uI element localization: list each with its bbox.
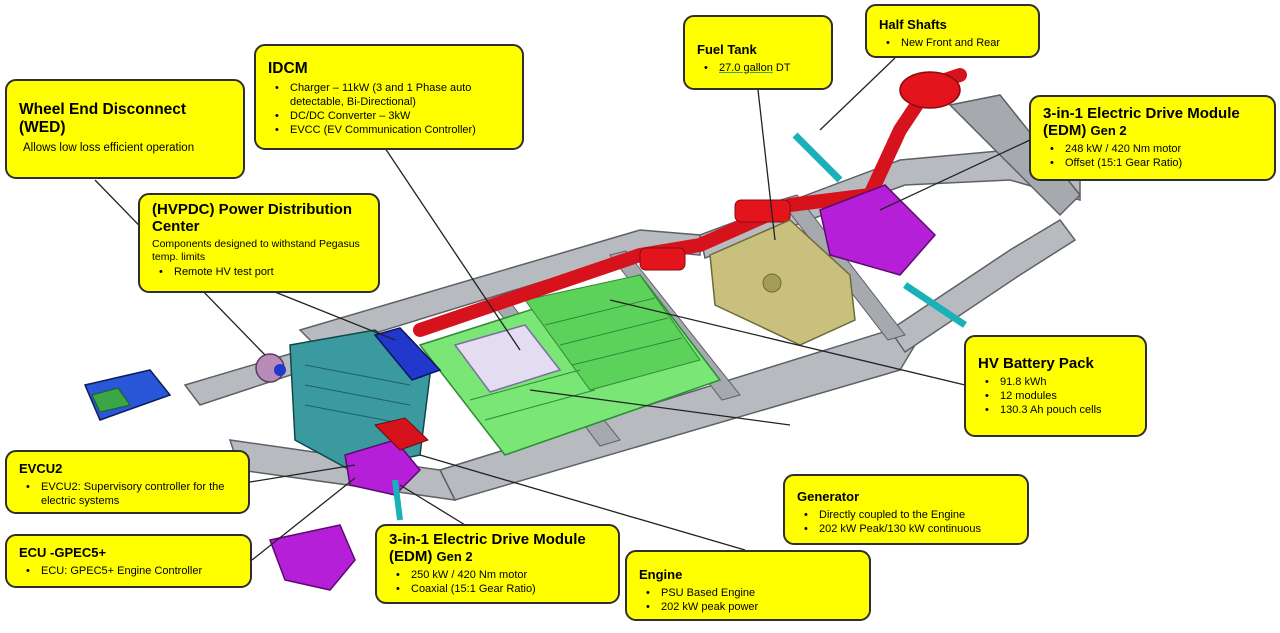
fuel-tank-cap: [762, 273, 782, 293]
generator: [374, 417, 429, 451]
leader-battery-2: [529, 389, 791, 426]
leader-battery-1: [609, 299, 966, 386]
callout-engine: Engine PSU Based Engine 202 kW peak powe…: [625, 550, 871, 621]
front-edm-exploded: [268, 524, 356, 591]
edm-rear-title: 3-in-1 Electric Drive Module (EDM) Gen 2: [1043, 105, 1262, 139]
edm-front-item: Coaxial (15:1 Gear Ratio): [389, 582, 606, 596]
callout-generator: Generator Directly coupled to the Engine…: [783, 474, 1029, 545]
generator-list: Directly coupled to the Engine 202 kW Pe…: [797, 508, 1015, 536]
callout-hv-battery: HV Battery Pack 91.8 kWh 12 modules 130.…: [964, 335, 1147, 437]
rear-crossmember: [948, 94, 1082, 217]
edm-front-title: 3-in-1 Electric Drive Module (EDM) Gen 2: [389, 531, 606, 565]
generator-item: 202 kW Peak/130 kW continuous: [797, 522, 1015, 536]
edm-rear-item: Offset (15:1 Gear Ratio): [1043, 156, 1262, 170]
rear-half-shaft-lower: [903, 282, 967, 328]
callout-half-shafts: Half Shafts New Front and Rear: [865, 4, 1040, 58]
generator-item: Directly coupled to the Engine: [797, 508, 1015, 522]
leader-edm-front: [399, 484, 471, 529]
ecu-title: ECU -GPEC5+: [19, 545, 107, 560]
fuel-tank-item: 27.0 gallon DT: [697, 61, 819, 75]
hv-battery-list: 91.8 kWh 12 modules 130.3 Ah pouch cells: [978, 375, 1133, 417]
fuel-tank-capacity: 27.0 gallon: [719, 62, 773, 74]
front-edm: [344, 439, 422, 496]
fuel-tank-list: 27.0 gallon DT: [697, 61, 819, 75]
battery-modules: [524, 274, 701, 391]
evcu2-item: EVCU2: Supervisory controller for the el…: [19, 480, 236, 508]
engine-title: Engine: [639, 567, 683, 582]
callout-fuel-tank: Fuel Tank 27.0 gallon DT: [683, 15, 833, 90]
ecu-list: ECU: GPEC5+ Engine Controller: [19, 564, 238, 578]
edm-rear-title-text: 3-in-1 Electric Drive Module (EDM): [1043, 105, 1240, 139]
engine-item: PSU Based Engine: [639, 586, 857, 600]
half-shafts-title: Half Shafts: [879, 17, 947, 32]
hvpdc-title: (HVPDC) Power Distribution Center: [152, 201, 353, 235]
rear-half-shaft-upper: [792, 132, 843, 183]
front-half-shaft: [392, 479, 403, 521]
hvpdc-list: Remote HV test port: [152, 265, 366, 279]
edm-rear-list: 248 kW / 420 Nm motor Offset (15:1 Gear …: [1043, 142, 1262, 170]
hv-battery-item: 91.8 kWh: [978, 375, 1133, 389]
hv-battery-item: 130.3 Ah pouch cells: [978, 403, 1133, 417]
ecu-exploded-green: [91, 387, 131, 413]
hv-battery-item: 12 modules: [978, 389, 1133, 403]
idcm-item: DC/DC Converter – 3kW: [268, 109, 510, 123]
fuel-tank: [709, 219, 856, 346]
exhaust-resonator: [639, 247, 686, 271]
edm-front-title-text: 3-in-1 Electric Drive Module (EDM): [389, 531, 586, 565]
edm-front-item: 250 kW / 420 Nm motor: [389, 568, 606, 582]
leader-ecu: [251, 477, 356, 561]
rear-right-rail: [888, 219, 1077, 354]
half-shafts-list: New Front and Rear: [879, 36, 1026, 50]
half-shafts-item: New Front and Rear: [879, 36, 1026, 50]
hvpdc-item: Remote HV test port: [152, 265, 366, 279]
engine-list: PSU Based Engine 202 kW peak power: [639, 586, 857, 614]
rear-edm: [819, 184, 937, 276]
hvpdc-desc: Components designed to withstand Pegasus…: [152, 238, 360, 263]
wed-title: Wheel End Disconnect (WED): [19, 101, 187, 136]
ecu-item: ECU: GPEC5+ Engine Controller: [19, 564, 238, 578]
exhaust-muffler: [899, 71, 961, 109]
wed-desc: Allows low loss efficient operation: [23, 142, 195, 154]
idcm-item: EVCC (EV Communication Controller): [268, 123, 510, 137]
leader-fuel-tank: [757, 89, 776, 241]
idcm-unit: [453, 324, 562, 393]
callout-evcu2: EVCU2 EVCU2: Supervisory controller for …: [5, 450, 250, 514]
power-distribution-center: [373, 327, 442, 381]
leader-half-shafts: [819, 57, 896, 131]
callout-wheel-end-disconnect: Wheel End Disconnect (WED) Allows low lo…: [5, 79, 245, 179]
edm-rear-item: 248 kW / 420 Nm motor: [1043, 142, 1262, 156]
callout-edm-rear: 3-in-1 Electric Drive Module (EDM) Gen 2…: [1029, 95, 1276, 181]
fuel-tank-title: Fuel Tank: [697, 42, 757, 57]
idcm-title: IDCM: [268, 60, 308, 77]
wed-part-hub: [274, 364, 286, 376]
edm-front-list: 250 kW / 420 Nm motor Coaxial (15:1 Gear…: [389, 568, 606, 596]
idcm-item: Charger – 11kW (3 and 1 Phase auto detec…: [268, 81, 510, 109]
generator-title: Generator: [797, 489, 860, 504]
callout-hvpdc: (HVPDC) Power Distribution Center Compon…: [138, 193, 380, 293]
edm-front-gen: Gen 2: [436, 549, 473, 564]
callout-edm-front: 3-in-1 Electric Drive Module (EDM) Gen 2…: [375, 524, 620, 604]
hv-battery-title: HV Battery Pack: [978, 355, 1094, 372]
idcm-list: Charger – 11kW (3 and 1 Phase auto detec…: [268, 81, 510, 137]
leader-hvpdc: [269, 289, 396, 341]
leader-idcm: [384, 147, 521, 351]
leader-engine: [419, 454, 746, 551]
leader-edm-rear: [879, 139, 1031, 211]
exhaust-cat: [734, 199, 791, 223]
callout-idcm: IDCM Charger – 11kW (3 and 1 Phase auto …: [254, 44, 524, 150]
callout-ecu: ECU -GPEC5+ ECU: GPEC5+ Engine Controlle…: [5, 534, 252, 588]
evcu2-list: EVCU2: Supervisory controller for the el…: [19, 480, 236, 508]
engine-item: 202 kW peak power: [639, 600, 857, 614]
edm-rear-gen: Gen 2: [1090, 123, 1127, 138]
leader-evcu2: [249, 464, 356, 483]
fuel-tank-suffix: DT: [772, 62, 791, 74]
evcu2-title: EVCU2: [19, 461, 63, 476]
